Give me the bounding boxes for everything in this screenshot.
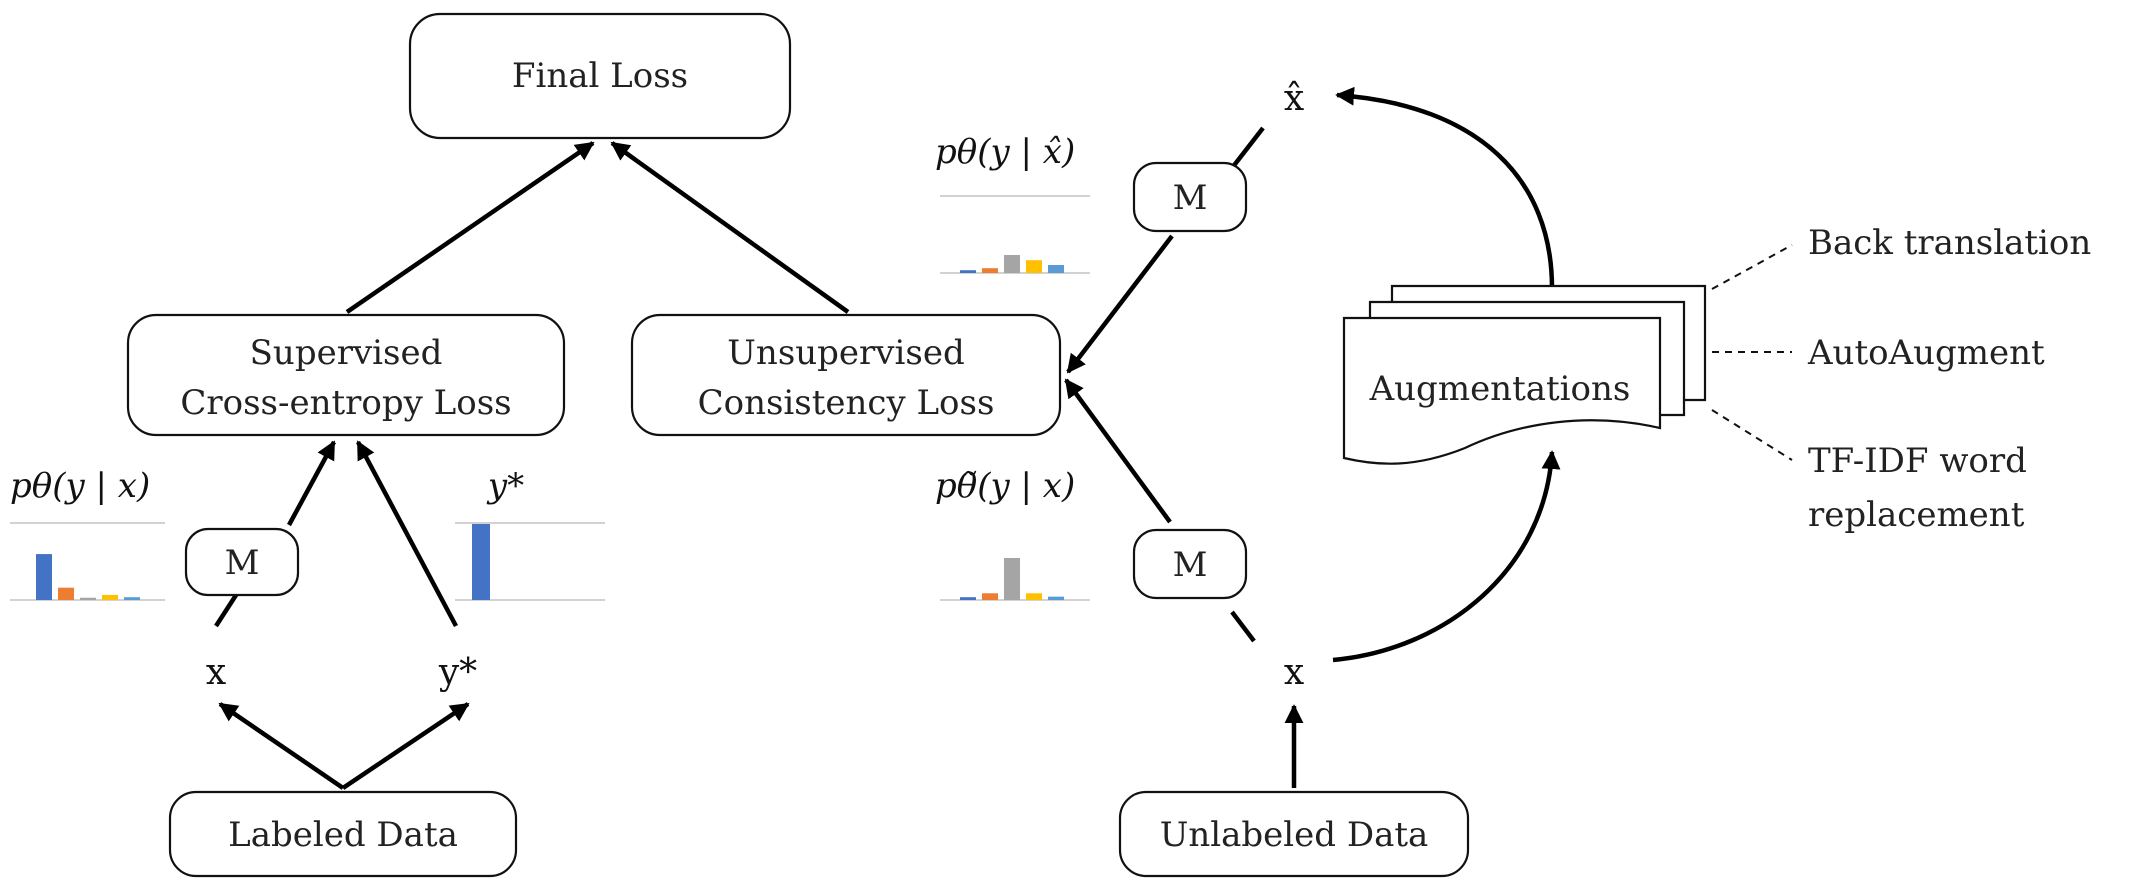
unsupervised-loss-box: Unsupervised Consistency Loss [630, 313, 1062, 437]
edge-x-to-model [214, 590, 240, 628]
aug-method-back-translation: Back translation [1808, 223, 2091, 263]
bars-augmented-prediction [960, 255, 1064, 273]
final-loss-label: Final Loss [512, 56, 688, 96]
aug-method-tfidf-line1: TF-IDF word [1808, 441, 2027, 481]
model-label-labeled: M [225, 543, 260, 583]
augmentations-label: Augmentations [1369, 369, 1631, 409]
bar [960, 597, 976, 600]
supervised-loss-label-line2: Cross-entropy Loss [180, 383, 511, 423]
dash-back-translation [1711, 244, 1793, 290]
dist-label-onehot: y* [486, 466, 524, 506]
augmentations-document-stack: Augmentations [1342, 284, 1707, 465]
dist-label-augmented: pθ(y | x̂) [935, 132, 1075, 172]
edge-labeled-to-x [218, 702, 345, 790]
bar [80, 597, 96, 600]
dist-label-supervised: pθ(y | x) [10, 466, 150, 506]
edge-x-to-model-lower [1230, 610, 1256, 643]
edge-x-to-augmentations [1332, 450, 1561, 663]
unsupervised-loss-label-line2: Consistency Loss [698, 383, 995, 423]
var-x-unlabeled: x [1284, 652, 1304, 693]
dist-label-unlabeled: pθ̃(y | x) [935, 466, 1075, 506]
bars-onehot-label [472, 524, 490, 600]
bar [1004, 558, 1020, 600]
aug-method-autoaugment: AutoAugment [1807, 333, 2045, 373]
labeled-data-box: Labeled Data [168, 790, 518, 878]
model-label-augmented: M [1173, 178, 1208, 218]
bar [36, 554, 52, 600]
unlabeled-data-box: Unlabeled Data [1118, 790, 1470, 878]
bar [124, 597, 140, 600]
bar [982, 593, 998, 600]
supervised-loss-label-line1: Supervised [250, 333, 443, 373]
dash-tfidf [1711, 409, 1793, 461]
aug-method-tfidf-line2: replacement [1808, 495, 2025, 535]
edge-supervised-to-final [345, 141, 595, 314]
bars-supervised-prediction [36, 554, 140, 600]
edges [214, 86, 1793, 790]
model-box-augmented: M [1132, 161, 1248, 233]
edge-unsupervised-to-final [610, 141, 850, 314]
bar [982, 268, 998, 273]
var-ystar: y* [438, 652, 477, 693]
var-x-labeled: x [206, 652, 226, 693]
edge-xhat-to-model-upper [1230, 126, 1265, 170]
bars-unlabeled-prediction [960, 558, 1064, 600]
labeled-data-label: Labeled Data [228, 815, 458, 855]
edge-labeled-to-ystar [341, 702, 470, 790]
edge-augmentations-to-xhat [1335, 86, 1555, 289]
bar [960, 270, 976, 273]
model-label-unlabeled: M [1173, 545, 1208, 585]
unlabeled-data-label: Unlabeled Data [1160, 815, 1429, 855]
edge-model-upper-to-unsupervised [1066, 234, 1174, 374]
bar [472, 524, 490, 600]
final-loss-box: Final Loss [408, 12, 792, 140]
edge-model-lower-to-unsupervised [1064, 378, 1172, 524]
bar [1048, 265, 1064, 273]
supervised-loss-box: Supervised Cross-entropy Loss [126, 313, 566, 437]
edge-model-to-supervised [287, 440, 336, 527]
bar [58, 587, 74, 600]
var-x-hat: x̂ [1284, 78, 1304, 119]
bar [102, 594, 118, 600]
edge-ystar-to-supervised [356, 440, 458, 628]
bar [1026, 593, 1042, 600]
bar [1004, 255, 1020, 273]
model-box-unlabeled: M [1132, 528, 1248, 600]
unsupervised-loss-label-line1: Unsupervised [727, 333, 964, 373]
bar [1026, 260, 1042, 273]
bar [1048, 596, 1064, 600]
model-box-labeled: M [184, 527, 300, 597]
